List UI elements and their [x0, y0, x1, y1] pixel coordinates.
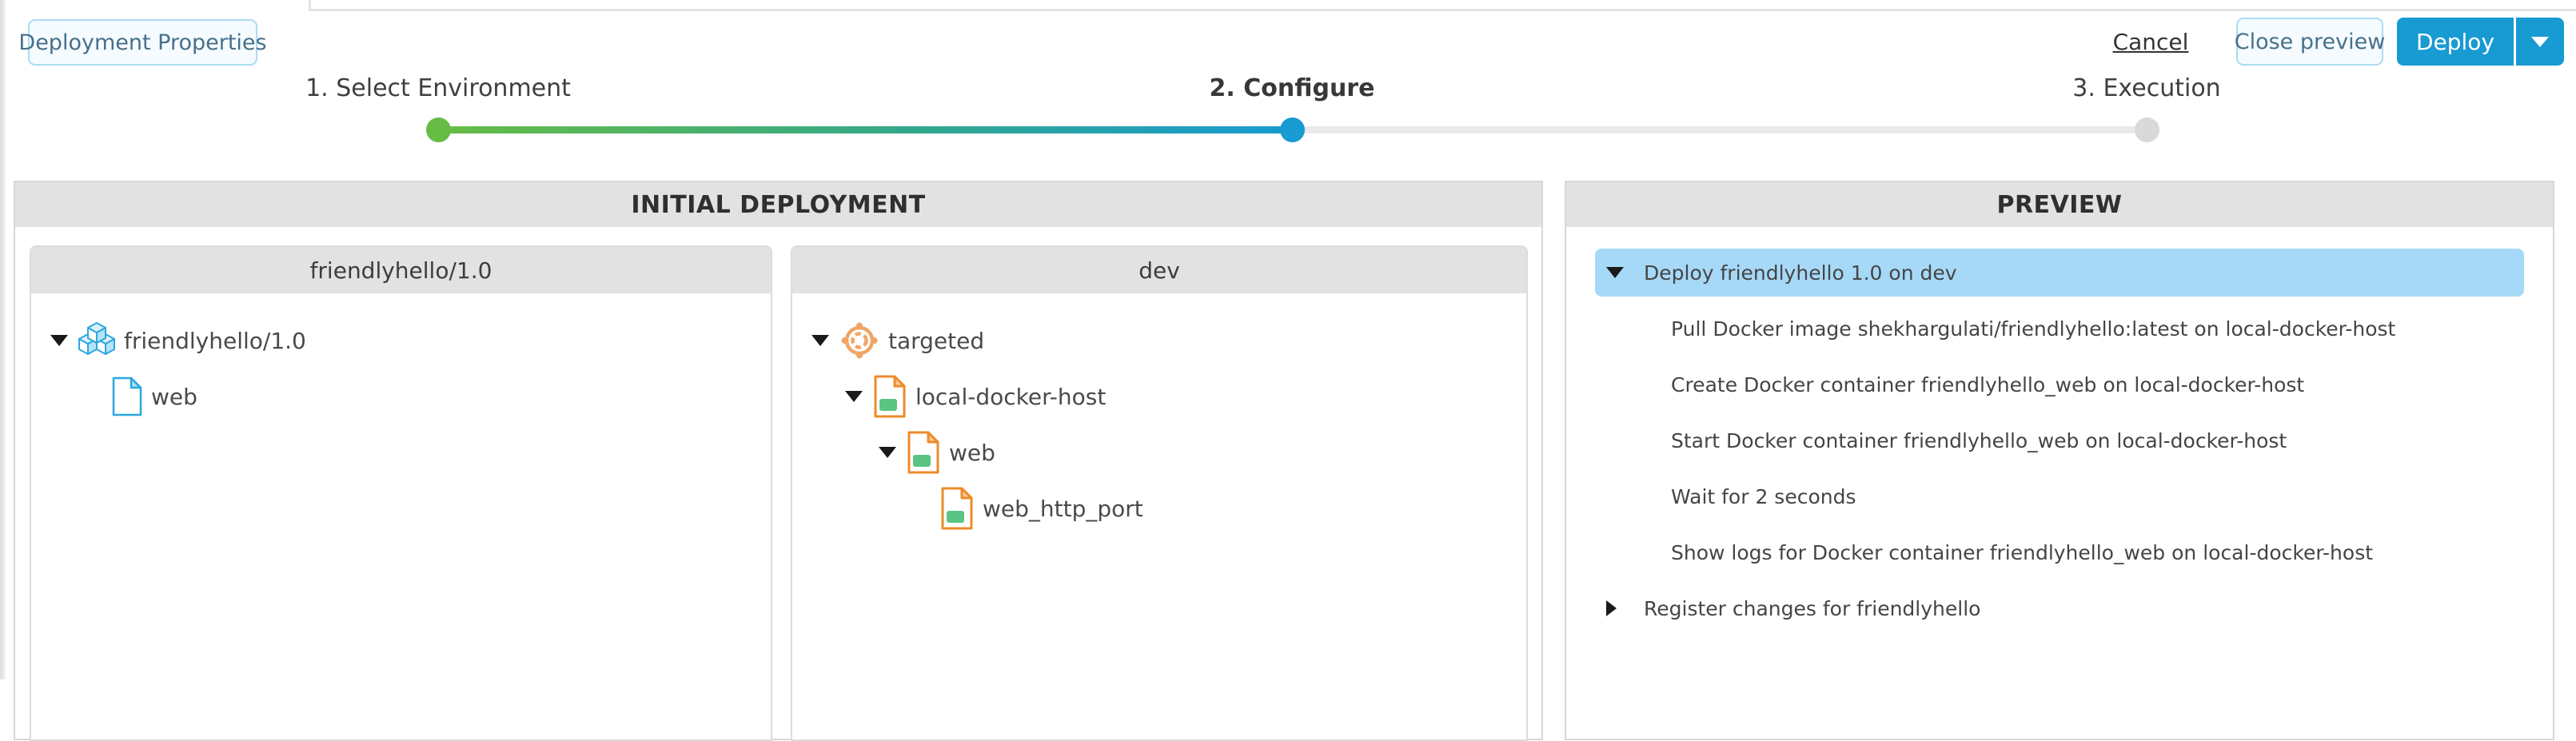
tree-item[interactable]: web: [31, 369, 771, 424]
tree-item[interactable]: local-docker-host: [792, 369, 1526, 424]
package-tree: friendlyhello/1.0 web: [31, 293, 771, 424]
preview-caret-box[interactable]: [1606, 600, 1635, 616]
tree-caret-box[interactable]: [50, 335, 74, 346]
preview-step-label: Wait for 2 seconds: [1671, 484, 1856, 508]
step-2-label: 2. Configure: [1209, 74, 1375, 102]
preview-step-label: Show logs for Docker container friendlyh…: [1671, 540, 2374, 564]
step-1-label: 1. Select Environment: [305, 74, 571, 102]
target-icon: [839, 320, 880, 361]
stepper-track-pending: [1292, 126, 2147, 133]
preview-step-selected[interactable]: Deploy friendlyhello 1.0 on dev: [1595, 249, 2524, 297]
tree-caret-box[interactable]: [811, 335, 835, 346]
tree-item-label: web: [949, 439, 995, 466]
tab-left-border: [309, 0, 311, 11]
package-panel-title: friendlyhello/1.0: [31, 247, 771, 293]
stepper-track-complete: [438, 126, 1292, 133]
tree-item-label: friendlyhello/1.0: [124, 327, 306, 354]
tree-item-label: targeted: [888, 327, 985, 354]
tree-item[interactable]: web_http_port: [792, 480, 1526, 536]
package-panel: friendlyhello/1.0 friendlyhello/1.0 web: [30, 245, 772, 741]
preview-step-label: Start Docker container friendlyhello_web…: [1671, 428, 2287, 452]
preview-step[interactable]: Wait for 2 seconds: [1595, 472, 2524, 520]
tree-item-label: web: [151, 383, 197, 410]
tree-item[interactable]: friendlyhello/1.0: [31, 313, 771, 369]
close-preview-button[interactable]: Close preview: [2235, 18, 2385, 66]
preview-step-label: Create Docker container friendlyhello_we…: [1671, 372, 2305, 396]
tree-item[interactable]: web: [792, 424, 1526, 480]
caret-down-icon[interactable]: [1606, 267, 1624, 278]
deployment-properties-button[interactable]: Deployment Properties: [18, 19, 267, 66]
deploy-button[interactable]: Deploy: [2397, 18, 2514, 66]
tree-item-label: web_http_port: [983, 495, 1143, 522]
tree-item-label: local-docker-host: [915, 383, 1107, 410]
deploy-split-button: Deploy: [2397, 18, 2564, 66]
initial-deployment-panel: INITIAL DEPLOYMENT friendlyhello/1.0 fri…: [14, 181, 1543, 741]
caret-right-icon[interactable]: [1606, 600, 1617, 616]
preview-step[interactable]: Register changes for friendlyhello: [1595, 584, 2524, 632]
caret-down-icon[interactable]: [845, 391, 863, 402]
step-1-dot: [426, 118, 451, 142]
tree-item[interactable]: targeted: [792, 313, 1526, 369]
environment-tree: targeted local-docker-host web web_http_por…: [792, 293, 1526, 536]
step-3-label: 3. Execution: [2072, 74, 2221, 102]
window-left-edge: [0, 0, 6, 679]
preview-step[interactable]: Create Docker container friendlyhello_we…: [1595, 361, 2524, 408]
cancel-link[interactable]: Cancel: [2112, 29, 2189, 55]
caret-down-icon[interactable]: [50, 335, 68, 346]
preview-step-label: Register changes for friendlyhello: [1644, 596, 1981, 620]
step-3-dot: [2135, 118, 2159, 142]
preview-step-label: Deploy friendlyhello 1.0 on dev: [1644, 261, 1957, 285]
file-icon: [111, 376, 143, 416]
tree-caret-box[interactable]: [845, 391, 869, 402]
tab-bottom-border: [309, 9, 2576, 11]
preview-step[interactable]: Start Docker container friendlyhello_web…: [1595, 416, 2524, 464]
chevron-down-icon: [2531, 36, 2549, 47]
environment-panel-title: dev: [792, 247, 1526, 293]
container-icon: [939, 487, 975, 530]
preview-title: PREVIEW: [1566, 182, 2553, 227]
preview-step-label: Pull Docker image shekhargulati/friendly…: [1671, 317, 2396, 341]
deploy-options-button[interactable]: [2516, 18, 2564, 66]
caret-down-icon[interactable]: [811, 335, 829, 346]
container-icon: [872, 375, 907, 418]
step-2-dot: [1280, 118, 1305, 142]
package-icon: [78, 321, 116, 360]
caret-down-icon[interactable]: [879, 447, 896, 458]
preview-step[interactable]: Show logs for Docker container friendlyh…: [1595, 528, 2524, 576]
container-icon: [906, 431, 941, 474]
environment-panel: dev targeted local-docker-host web web_http…: [791, 245, 1528, 741]
deploy-button-divider: [2514, 18, 2516, 66]
initial-deployment-title: INITIAL DEPLOYMENT: [15, 182, 1541, 227]
preview-step[interactable]: Pull Docker image shekhargulati/friendly…: [1595, 305, 2524, 353]
preview-caret-box[interactable]: [1606, 267, 1635, 278]
tree-caret-box[interactable]: [879, 447, 903, 458]
